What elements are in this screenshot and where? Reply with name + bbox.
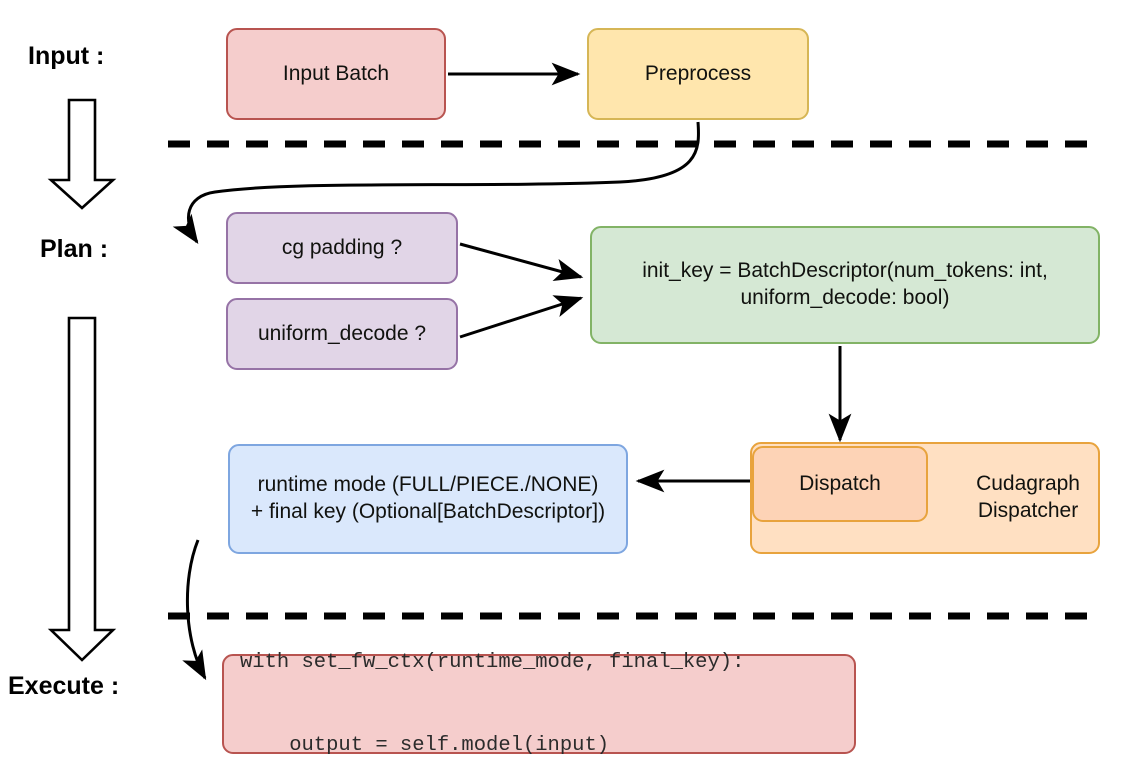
- conn-uniform-decode-to-init-key: [459, 295, 584, 339]
- node-uniform-decode[interactable]: uniform_decode ?: [226, 298, 458, 370]
- node-dispatch-label: Dispatch: [799, 471, 881, 495]
- stage-label-input: Input :: [28, 42, 105, 70]
- conn-preprocess-to-cg-padding: [172, 121, 700, 244]
- node-uniform-decode-label: uniform_decode ?: [257, 321, 427, 345]
- node-input-batch-label: Input Batch: [282, 61, 390, 85]
- node-cg-padding-label: cg padding ?: [281, 235, 403, 259]
- stage-arrow-plan-to-execute: [47, 316, 117, 662]
- node-init-key-label-line-2: uniform_decode: bool): [740, 286, 950, 309]
- node-execute-code-line-1: with set_fw_ctx(runtime_mode, final_key)…: [240, 650, 745, 674]
- node-preprocess[interactable]: Preprocess: [587, 28, 809, 120]
- conn-runtime-mode-to-execute-code: [182, 539, 207, 681]
- node-cudagraph-dispatcher-label-line-1: Cudagraph: [976, 472, 1080, 496]
- node-preprocess-label: Preprocess: [644, 61, 752, 85]
- node-cudagraph-dispatcher-label-line-2: Dispatcher: [977, 499, 1079, 522]
- node-execute-code-line-2: output = self.model(input): [240, 733, 610, 757]
- node-init-key[interactable]: init_key = BatchDescriptor(num_tokens: i…: [590, 226, 1100, 344]
- node-runtime-mode-label-line-1: runtime mode (FULL/PIECE./NONE): [257, 473, 599, 497]
- node-input-batch[interactable]: Input Batch: [226, 28, 446, 120]
- stage-label-execute: Execute :: [8, 672, 120, 700]
- node-dispatch[interactable]: Dispatch: [752, 446, 928, 522]
- node-init-key-label-line-1: init_key = BatchDescriptor(num_tokens: i…: [642, 259, 1048, 283]
- node-runtime-mode[interactable]: runtime mode (FULL/PIECE./NONE) + final …: [228, 444, 628, 554]
- conn-cg-padding-to-init-key: [459, 242, 584, 282]
- stage-arrow-input-to-plan: [47, 98, 117, 210]
- stage-label-plan: Plan :: [40, 235, 109, 263]
- node-runtime-mode-label-line-2: + final key (Optional[BatchDescriptor]): [250, 500, 606, 523]
- node-execute-code[interactable]: with set_fw_ctx(runtime_mode, final_key)…: [222, 651, 856, 757]
- node-cg-padding[interactable]: cg padding ?: [226, 212, 458, 284]
